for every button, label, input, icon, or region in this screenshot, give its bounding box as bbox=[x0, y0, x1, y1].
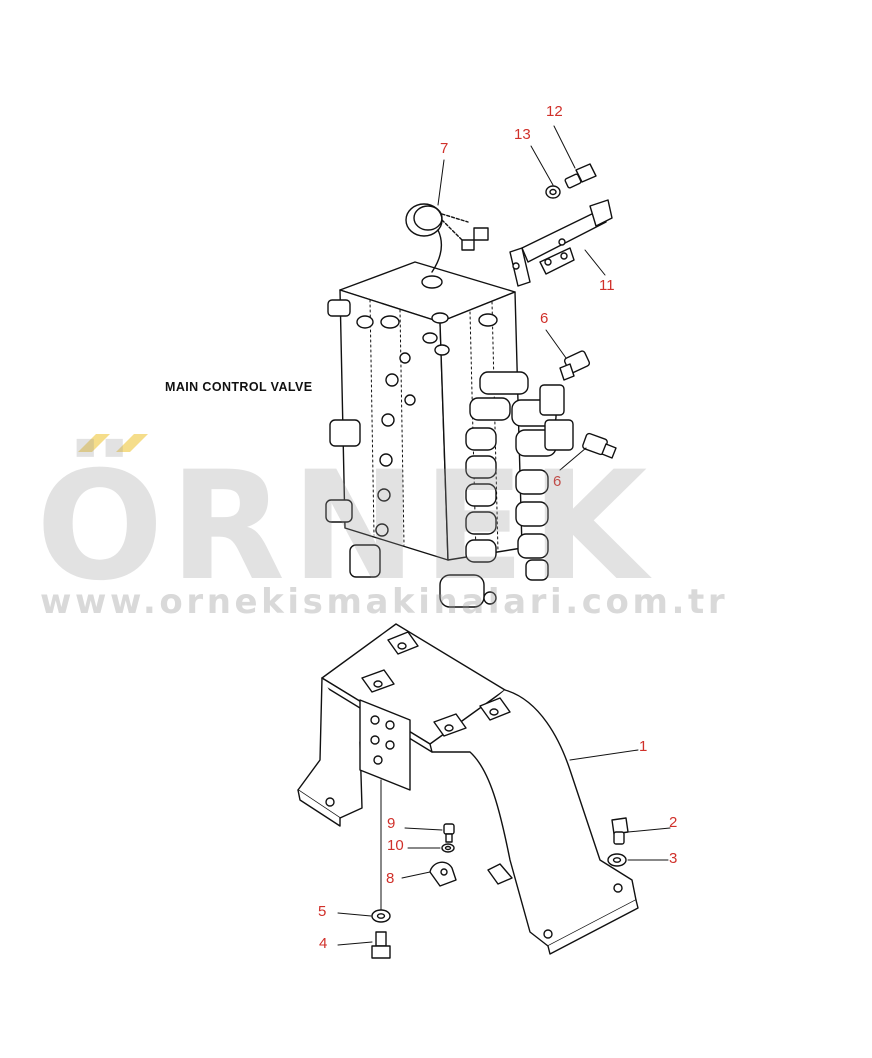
callout-3: 3 bbox=[669, 850, 678, 867]
callout-4: 4 bbox=[319, 935, 328, 952]
watermark-brand: ÖRNEK bbox=[36, 440, 654, 614]
web-washer bbox=[441, 843, 455, 853]
sensor-bracket bbox=[509, 199, 613, 287]
callout-6-lower: 6 bbox=[553, 473, 562, 490]
bracket-bolt bbox=[564, 163, 597, 189]
pressure-sensor-upper bbox=[559, 350, 591, 381]
callout-7: 7 bbox=[440, 140, 449, 157]
callout-11: 11 bbox=[599, 277, 615, 294]
callout-1: 1 bbox=[639, 738, 648, 755]
callout-2: 2 bbox=[669, 814, 678, 831]
callout-10: 10 bbox=[387, 837, 404, 854]
main-control-valve-label: MAIN CONTROL VALVE bbox=[165, 380, 313, 394]
frame-bolt bbox=[611, 817, 629, 845]
main-control-valve bbox=[325, 261, 574, 608]
callout-6-upper: 6 bbox=[540, 310, 549, 327]
pressure-sensor-lower bbox=[582, 432, 617, 459]
watermark-url: www.ornekismakinalari.com.tr bbox=[40, 582, 729, 622]
callout-5: 5 bbox=[318, 903, 327, 920]
valve-mounting-frame bbox=[297, 623, 639, 955]
callout-13: 13 bbox=[514, 126, 531, 143]
wire-harness bbox=[405, 203, 489, 273]
bracket-washer bbox=[545, 185, 561, 199]
callout-8: 8 bbox=[386, 870, 395, 887]
web-bolt bbox=[443, 823, 455, 843]
hose-clamp bbox=[429, 861, 457, 887]
callout-9: 9 bbox=[387, 815, 396, 832]
callout-12: 12 bbox=[546, 103, 563, 120]
lower-bolt bbox=[371, 931, 391, 959]
frame-washer bbox=[607, 853, 627, 867]
leader-lines bbox=[337, 125, 671, 946]
